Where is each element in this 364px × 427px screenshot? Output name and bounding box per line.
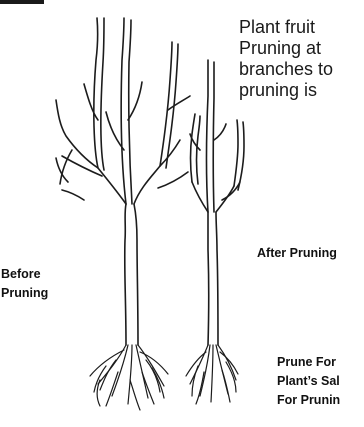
label-line: Pruning	[1, 284, 48, 303]
caption-line: Prune For	[277, 353, 340, 372]
label-line: Before	[1, 265, 48, 284]
unpruned-tree-roots	[90, 345, 168, 410]
caption-line: For Prunin	[277, 391, 340, 410]
before-pruning-label: Before Pruning	[1, 265, 48, 303]
prune-caption: Prune For Plant’s Sal For Prunin	[277, 353, 340, 410]
pruned-tree-roots	[186, 345, 238, 404]
after-pruning-label: After Pruning	[257, 244, 337, 263]
unpruned-tree-drawing	[56, 18, 190, 345]
caption-line: Plant’s Sal	[277, 372, 340, 391]
pruned-tree-drawing	[190, 60, 244, 345]
